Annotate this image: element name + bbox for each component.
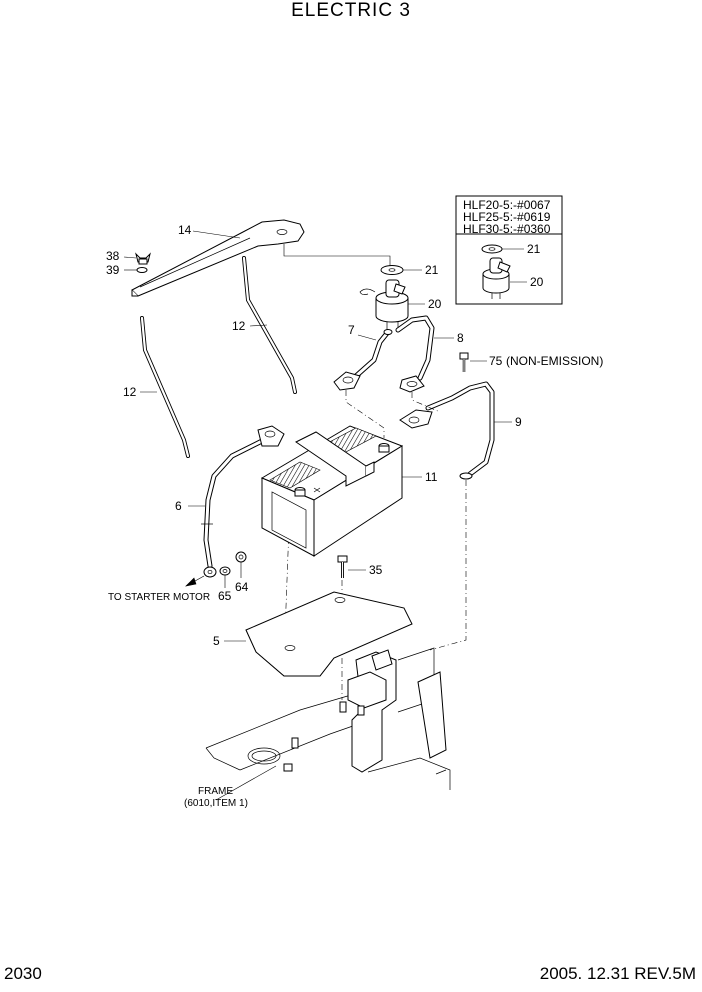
bracket-14 xyxy=(131,219,305,297)
callout-21: 21 xyxy=(425,263,439,277)
callout-6: 6 xyxy=(175,499,182,513)
callout-12-right: 12 xyxy=(232,319,246,333)
bolt-75 xyxy=(459,352,469,372)
page-title: ELECTRIC 3 xyxy=(291,0,411,21)
frame-ref-note: (6010,ITEM 1) xyxy=(184,798,248,809)
battery-switch-20 xyxy=(359,279,409,330)
battery-tray-5 xyxy=(245,591,413,677)
callout-65: 65 xyxy=(218,589,232,603)
inset-battery-switch xyxy=(482,257,511,299)
bolt-35 xyxy=(337,555,348,578)
starter-note: TO STARTER MOTOR xyxy=(108,592,210,603)
callout-75: 75 xyxy=(489,354,503,368)
washer-21 xyxy=(380,265,404,275)
wing-nut-38 xyxy=(135,252,151,265)
callout-38: 38 xyxy=(106,249,120,263)
callout-11: 11 xyxy=(425,470,438,484)
callout-75-note: (NON-EMISSION) xyxy=(506,354,603,368)
frame-structure xyxy=(205,647,451,790)
nut-64 xyxy=(235,551,247,563)
washer-39 xyxy=(136,267,148,273)
frame-note: FRAME xyxy=(198,786,233,797)
cable-9 xyxy=(399,381,495,480)
callout-35: 35 xyxy=(369,563,383,577)
washer-65 xyxy=(219,566,231,576)
callout-7: 7 xyxy=(348,323,355,337)
page-number: 2030 xyxy=(4,964,42,983)
rod-12-right xyxy=(242,256,297,394)
callout-5: 5 xyxy=(213,634,220,648)
callout-8: 8 xyxy=(457,331,464,345)
callout-64: 64 xyxy=(235,580,249,594)
inset-washer xyxy=(481,244,503,254)
inset-callout-21: 21 xyxy=(527,242,541,256)
inset-box: HLF20-5:-#0067 HLF25-5:-#0619 HLF30-5:-#… xyxy=(455,195,563,305)
inset-model-2: HLF25-5:-#0619 xyxy=(463,210,551,224)
callout-20: 20 xyxy=(428,297,442,311)
rod-12-left xyxy=(140,316,190,458)
callout-9: 9 xyxy=(515,415,522,429)
cable-7 xyxy=(333,329,393,391)
inset-model-1: HLF20-5:-#0067 xyxy=(463,198,551,212)
inset-callout-20: 20 xyxy=(530,275,544,289)
cable-6 xyxy=(201,425,285,578)
revision-date: 2005. 12.31 REV.5M xyxy=(539,964,696,983)
callout-14: 14 xyxy=(178,223,192,237)
cable-8 xyxy=(395,315,435,393)
callout-39: 39 xyxy=(106,263,120,277)
inset-model-3: HLF30-5:-#0360 xyxy=(463,222,551,236)
battery-11 xyxy=(260,425,404,557)
callout-12-left: 12 xyxy=(123,385,137,399)
